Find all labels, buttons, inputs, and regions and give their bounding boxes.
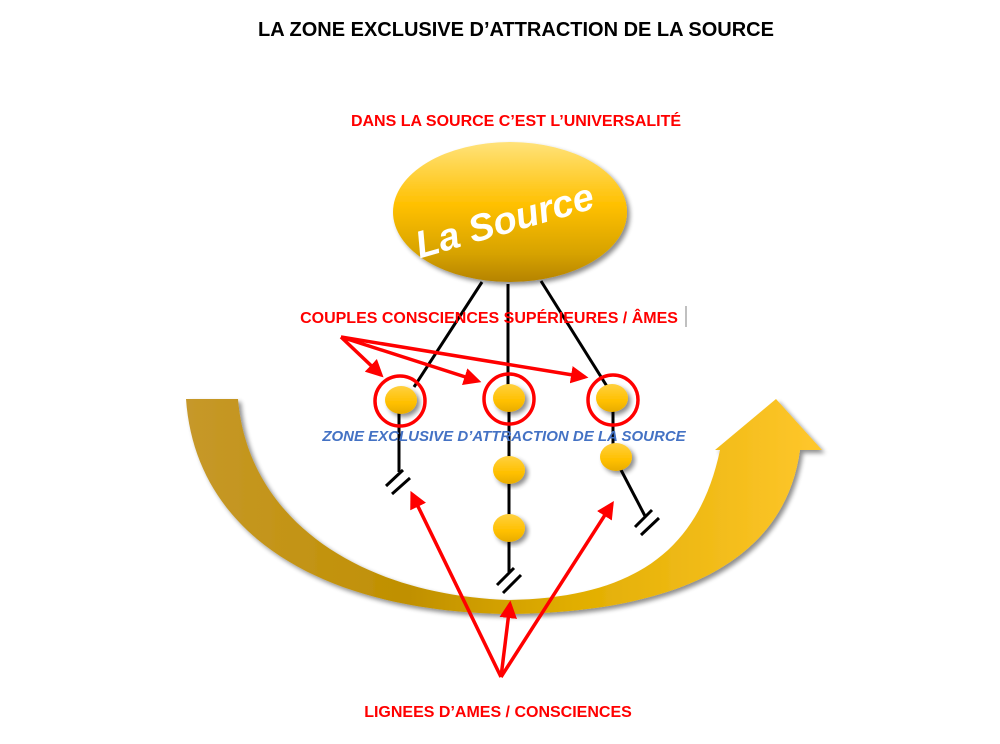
soul-node xyxy=(385,386,417,414)
source-connectors xyxy=(412,280,610,389)
break-symbol-center xyxy=(495,566,523,595)
break-symbols xyxy=(384,468,661,595)
soul-node xyxy=(596,384,628,412)
couple-node-right xyxy=(586,373,640,427)
break-symbol-right xyxy=(633,508,661,537)
lineage-node-right-1 xyxy=(600,443,632,471)
source-node: La Source xyxy=(393,142,627,282)
lineage-node-center-2 xyxy=(493,514,525,542)
highlight-ring xyxy=(482,372,536,426)
couples-arrow-left xyxy=(339,335,384,378)
source-ellipse xyxy=(393,142,627,282)
lignees-arrow-left xyxy=(410,490,503,678)
source-caption: DANS LA SOURCE C’EST L’UNIVERSALITÉ xyxy=(351,111,681,130)
highlight-ring xyxy=(373,374,427,428)
couples-label: COUPLES CONSCIENCES SUPÉRIEURES / ÂMES xyxy=(300,308,678,327)
zone-label: ZONE EXCLUSIVE D’ATTRACTION DE LA SOURCE xyxy=(321,428,686,445)
connector-right xyxy=(539,280,610,389)
couples-arrow-right xyxy=(340,335,589,384)
highlight-ring xyxy=(586,373,640,427)
break-symbol-left xyxy=(384,468,411,496)
lineage-right-line-bottom xyxy=(618,467,647,517)
connector-left xyxy=(412,281,484,388)
couple-node-center xyxy=(482,372,536,426)
soul-node xyxy=(493,384,525,412)
lignees-label: LIGNEES D’AMES / CONSCIENCES xyxy=(364,704,632,721)
lignees-arrow-right xyxy=(499,501,614,678)
couples-arrows xyxy=(339,335,589,386)
attraction-curved-arrow xyxy=(186,399,822,614)
diagram-title: LA ZONE EXCLUSIVE D’ATTRACTION DE LA SOU… xyxy=(258,19,774,41)
couples-arrow-center xyxy=(340,335,482,386)
lineage-lines xyxy=(397,410,647,572)
lignees-arrow-center xyxy=(499,600,517,678)
lignees-arrows xyxy=(410,490,614,678)
couple-node-left xyxy=(373,374,427,428)
lineage-node-center-1 xyxy=(493,456,525,484)
